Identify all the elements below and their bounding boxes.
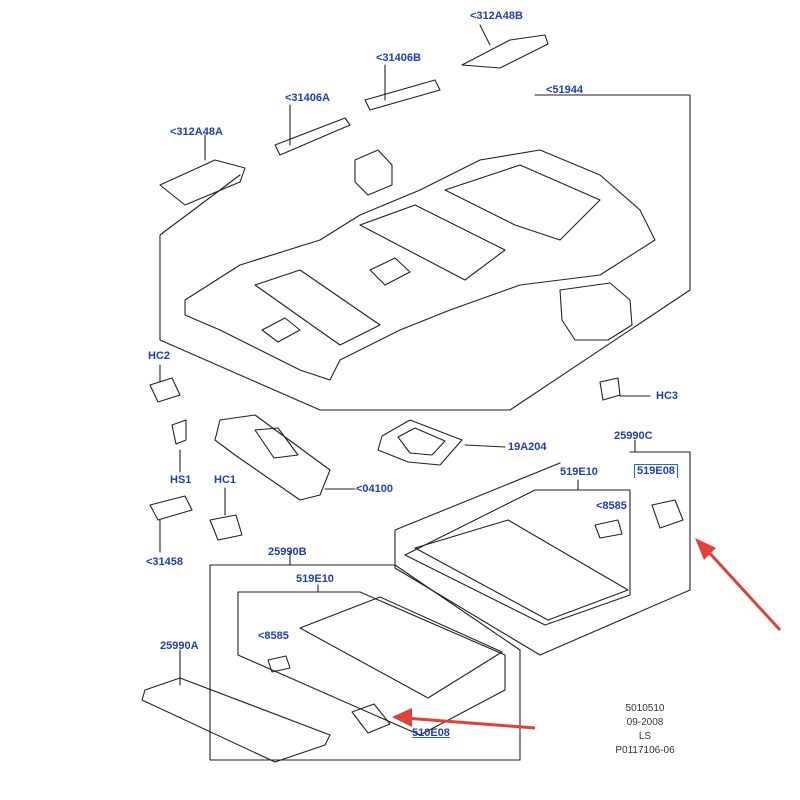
sunroof-front — [254, 269, 381, 346]
headliner-panel — [184, 149, 656, 381]
duct-right — [559, 282, 633, 341]
parcel-shelf — [141, 677, 331, 763]
leader-312a48b — [479, 24, 491, 46]
hook-519e08-right — [651, 499, 684, 529]
bracket-312a48a — [159, 159, 246, 206]
callout-hc3: HC3 — [656, 390, 679, 402]
roof-cutout-2 — [261, 317, 301, 343]
callout-519e10-left: 519E10 — [296, 573, 334, 585]
headliner-frame — [159, 94, 691, 411]
cover-label-left — [267, 655, 291, 673]
load-cover-right — [414, 519, 629, 621]
callout-25990a: 25990A — [160, 640, 199, 652]
screw-hs1 — [171, 419, 187, 445]
frame-25990c — [394, 451, 691, 656]
sun-visor — [214, 414, 331, 501]
callout-hc1: HC1 — [214, 474, 237, 486]
red-arrows — [392, 538, 782, 730]
sunroof-middle — [359, 204, 506, 281]
meta-line-2: 09-2008 — [626, 717, 664, 728]
clip-hc1 — [209, 514, 243, 541]
callout-19a204: 19A204 — [508, 441, 547, 453]
callout-31458: <31458 — [146, 556, 184, 568]
meta-line-3: LS — [638, 731, 652, 742]
console-top — [354, 149, 393, 196]
callout-519e08-left: 510E08 — [412, 727, 450, 739]
callout-519e10-right: 519E10 — [560, 466, 598, 478]
callout-312a48b: <312A48B — [470, 10, 523, 22]
visor-mirror — [254, 427, 299, 459]
callout-8585-right: <8585 — [596, 500, 627, 512]
callout-31406a: <31406A — [285, 92, 330, 104]
dome-light — [377, 419, 463, 466]
dome-light-inner — [397, 427, 446, 456]
callout-8585-left: <8585 — [258, 630, 289, 642]
meta-line-1: 5010510 — [625, 703, 665, 714]
handle-31406a — [274, 117, 351, 156]
cover-label-right — [594, 519, 623, 539]
callout-31406b: <31406B — [376, 52, 421, 64]
callout-51944: <51944 — [546, 84, 584, 96]
callout-312a48a: <312A48A — [170, 126, 223, 138]
sunroof-rear — [444, 164, 601, 241]
bracket-312a48b — [461, 34, 549, 69]
drawing-meta: 5010510 09-2008 LS P0117106-06 — [600, 702, 690, 758]
callout-hs1: HS1 — [170, 474, 192, 486]
clip-hc3 — [599, 377, 621, 401]
meta-line-4: P0117106-06 — [615, 745, 675, 756]
leader-19a204 — [464, 444, 506, 448]
frame-25990b — [209, 564, 521, 761]
callout-25990b: 25990B — [268, 546, 307, 558]
roof-cutout-1 — [369, 257, 411, 286]
callout-04100: <04100 — [356, 483, 394, 495]
clip-hc2 — [149, 377, 181, 403]
callout-25990c: 25990C — [614, 430, 653, 442]
frame-519e10-right — [404, 479, 631, 626]
callout-hc2: HC2 — [148, 350, 171, 362]
load-cover-left — [299, 596, 503, 699]
hook-519e08-left — [351, 703, 391, 734]
handle-31406b — [364, 79, 441, 111]
frame-519e10-left — [237, 591, 506, 736]
callout-519e08-right: 519E08 — [634, 464, 678, 478]
clip-31458 — [149, 495, 193, 521]
